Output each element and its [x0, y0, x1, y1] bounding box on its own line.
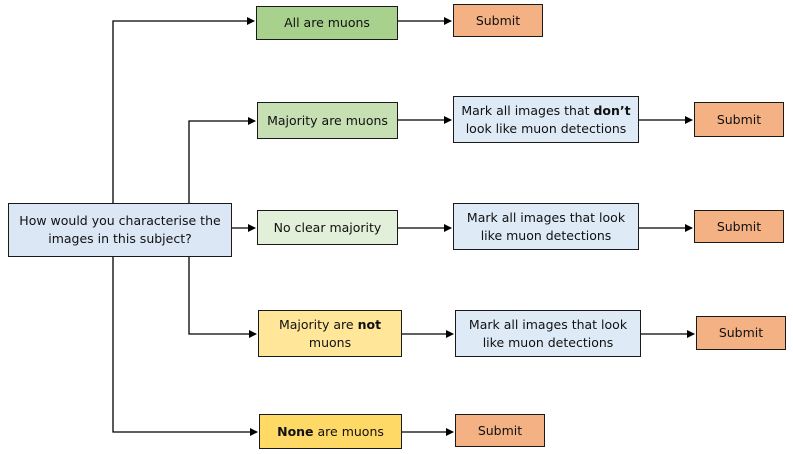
mark-dont-line-1-bold: don’t [593, 102, 631, 118]
option-no-clear-majority[interactable]: No clear majority [257, 210, 398, 245]
option-all-are-muons[interactable]: All are muons [256, 6, 398, 40]
option-majority-are-muons[interactable]: Majority are muons [257, 102, 398, 139]
submit-button-no-clear[interactable]: Submit [694, 210, 784, 243]
connector-question-to-majority [188, 117, 256, 203]
submit-button-majority[interactable]: Submit [694, 102, 784, 137]
question-box: How would you characterise the images in… [8, 203, 232, 257]
option-none-are-muons[interactable]: None are muons [259, 414, 402, 449]
option-majority-not-bold: not [357, 316, 382, 332]
submit-button-all[interactable]: Submit [453, 4, 543, 37]
question-line-1: How would you characterise the [19, 213, 221, 228]
option-majority-are-not-muons[interactable]: Majority are not muons [258, 310, 402, 357]
submit-label-majority-not: Submit [718, 325, 764, 340]
mark-look-line-2: like muon detections [480, 227, 612, 243]
option-majority-not-line-2: muons [308, 334, 352, 350]
mark-look-2-line-1: Mark all images that look [468, 316, 628, 332]
option-majority-not-line-1: Majority are not [279, 316, 381, 334]
mark-look-box-2[interactable]: Mark all images that look like muon dete… [455, 310, 641, 357]
option-none-bold: None [277, 423, 314, 439]
mark-dont-line-1: Mark all images that don’t [461, 102, 630, 120]
connector-question-to-majority-not [188, 256, 257, 338]
submit-label-no-clear: Submit [716, 218, 762, 234]
option-majority-not-pre: Majority are [278, 316, 358, 332]
submit-button-none[interactable]: Submit [455, 414, 545, 447]
mark-look-box[interactable]: Mark all images that look like muon dete… [453, 203, 639, 250]
mark-look-line-1: Mark all images that look [466, 209, 626, 225]
question-line-2: images in this subject? [48, 231, 192, 246]
connector-question-to-none [112, 256, 258, 436]
option-all-label: All are muons [284, 15, 370, 30]
submit-label-none: Submit [477, 422, 523, 438]
submit-label-all: Submit [475, 12, 521, 28]
mark-dont-line-2: look like muon detections [465, 120, 627, 136]
mark-look-2-line-2: like muon detections [482, 334, 614, 350]
mark-dont-look-box[interactable]: Mark all images that don’t look like muo… [453, 96, 639, 143]
option-none-post: are muons [313, 423, 384, 439]
mark-dont-line-1-pre: Mark all images that [461, 102, 594, 118]
connector-question-to-all [112, 17, 255, 203]
option-none-label: None are muons [277, 423, 384, 441]
option-majority-label: Majority are muons [267, 112, 388, 128]
option-no-clear-label: No clear majority [273, 219, 382, 235]
submit-label-majority: Submit [716, 111, 762, 127]
submit-button-majority-not[interactable]: Submit [696, 316, 786, 350]
